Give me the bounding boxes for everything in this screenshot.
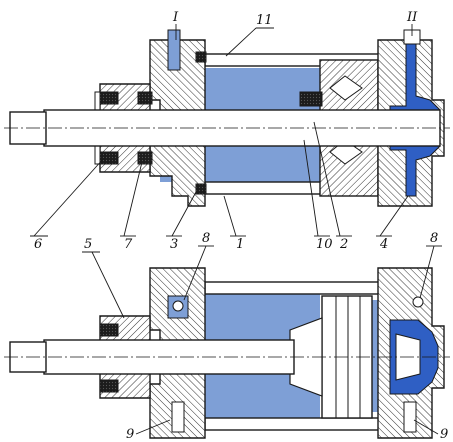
bottom-cylinder-section (4, 267, 450, 439)
top-head-seal-lower (137, 151, 153, 165)
bottom-front-needle (171, 401, 185, 433)
bottom-barrel-lower-wall (204, 417, 386, 431)
top-piston-seal-upper (299, 91, 323, 107)
bottom-rear-needle (403, 401, 417, 433)
bottom-front-check-valve (172, 300, 184, 312)
callout-2: 2 (339, 237, 348, 252)
top-gland-seal-upper (99, 91, 119, 105)
callout-3: 3 (170, 237, 178, 252)
callout-8-rear: 8 (430, 231, 438, 246)
callout-4: 4 (379, 237, 388, 252)
bottom-rear-check-valve (412, 296, 424, 308)
top-cylinder-section (4, 29, 450, 207)
callout-9-rear: 9 (440, 427, 448, 442)
callout-7: 7 (124, 237, 133, 252)
leader-lines (30, 24, 442, 435)
callout-6: 6 (34, 237, 42, 252)
bottom-gland-seal-upper (99, 323, 119, 337)
top-head-seal-upper (137, 91, 153, 105)
callout-11: 11 (256, 13, 273, 28)
top-gland-seal-lower (99, 151, 119, 165)
bottom-barrel-upper-wall (204, 281, 386, 295)
top-barrel-oring-lower (195, 183, 207, 195)
top-front-head-port (167, 29, 181, 71)
callout-1: 1 (236, 237, 244, 252)
bottom-gland-seal-lower (99, 379, 119, 393)
top-piston-cavity-upper (329, 75, 363, 101)
callout-I: I (172, 10, 179, 25)
callout-8-front: 8 (202, 231, 210, 246)
callout-9-front: 9 (126, 427, 134, 442)
callout-II: II (406, 10, 418, 25)
callout-5: 5 (84, 237, 92, 252)
top-barrel-oring-upper (195, 51, 207, 63)
callout-10: 10 (316, 237, 333, 252)
